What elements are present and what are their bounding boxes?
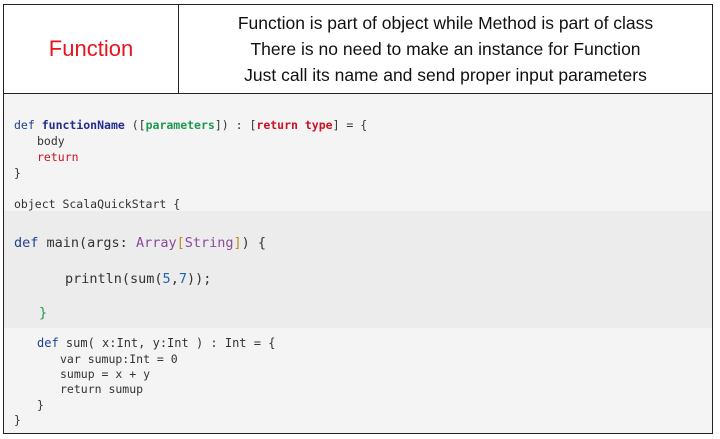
sum-def-rest: sum( x:Int, y:Int ) : Int = {: [58, 336, 276, 350]
code-line-object: object ScalaQuickStart {: [14, 197, 181, 211]
code-line-main: def main(args: Array[String]) {: [14, 235, 266, 251]
code-line-sum-def: def sum( x:Int, y:Int ) : Int = {: [37, 336, 275, 350]
sig-open: ([: [124, 118, 146, 132]
code-line-ret: return sumup: [60, 382, 144, 396]
sum-def-kw: def: [37, 336, 59, 350]
main-type: Array: [135, 235, 177, 251]
code-line-close: }: [14, 166, 21, 180]
println-call: println(sum(: [65, 271, 163, 287]
main-string: String: [184, 235, 234, 251]
slide-frame: Function Function is part of object whil…: [3, 4, 713, 434]
println-n1: 5: [162, 271, 171, 287]
code-line-signature: def functionName ([parameters]) : [retur…: [14, 118, 367, 132]
main-def: def: [14, 235, 39, 251]
main-lb: [: [176, 235, 185, 251]
sig-return-type: return type: [256, 118, 333, 132]
sig-mid: ]) : [: [214, 118, 257, 132]
header-title: Function: [4, 5, 179, 93]
main-name: main(args:: [38, 235, 136, 251]
code-line-var: var sumup:Int = 0: [60, 352, 178, 366]
code-line-return: return: [37, 150, 79, 164]
code-line-inner-close: }: [37, 398, 44, 412]
note-line-2: There is no need to make an instance for…: [250, 39, 641, 59]
sig-params: parameters: [145, 118, 215, 132]
code-line-outer-close: }: [14, 413, 21, 427]
code-block: def functionName ([parameters]) : [retur…: [4, 94, 712, 433]
println-n2: 7: [178, 271, 187, 287]
header-notes: Function is part of object while Method …: [179, 5, 712, 93]
keyword-def: def: [14, 118, 35, 132]
note-line-1: Function is part of object while Method …: [237, 13, 654, 33]
main-rb: ]: [233, 235, 242, 251]
println-end: ));: [186, 271, 212, 287]
main-rest: ) {: [241, 235, 267, 251]
println-comma: ,: [170, 271, 179, 287]
function-name: functionName: [41, 118, 125, 132]
code-line-body: body: [37, 134, 65, 148]
code-line-println: println(sum(5,7));: [65, 271, 211, 287]
sig-end: ] = {: [332, 118, 368, 132]
header-row: Function Function is part of object whil…: [4, 5, 712, 94]
code-line-sum: sumup = x + y: [60, 367, 151, 381]
note-line-3: Just call its name and send proper input…: [244, 65, 647, 85]
code-line-main-close: }: [39, 305, 48, 321]
code-highlight-band: [4, 211, 712, 328]
